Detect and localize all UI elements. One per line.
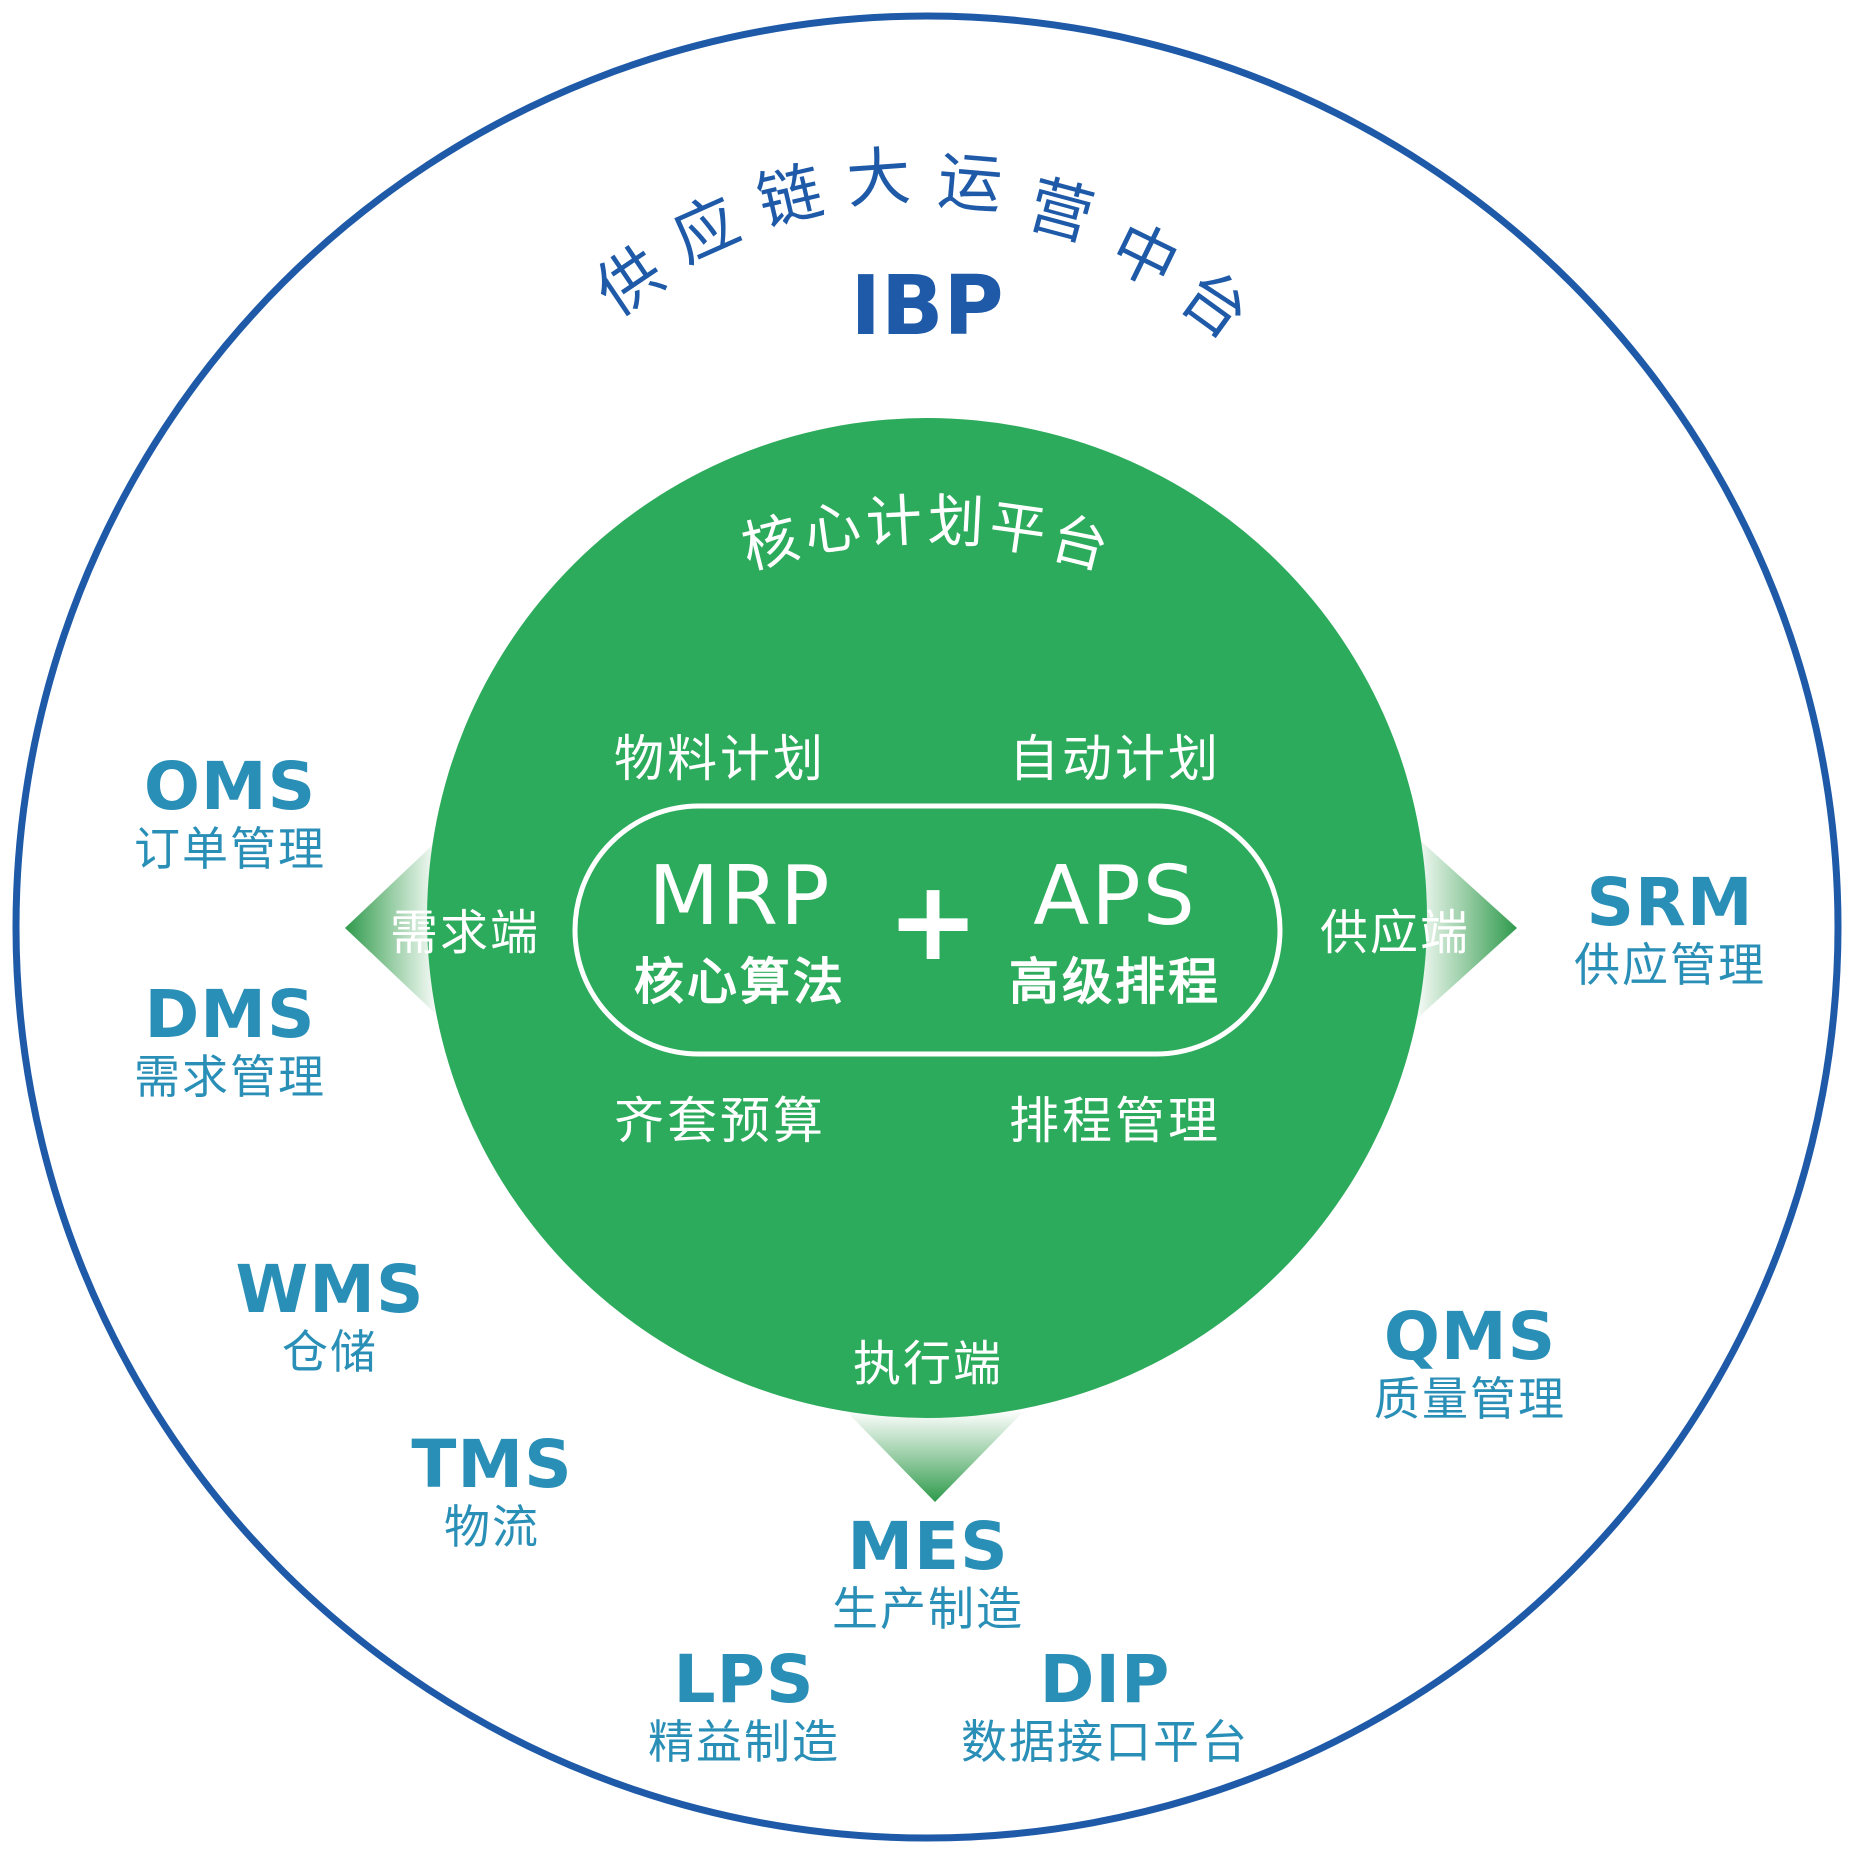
system-code: SRM (1586, 864, 1754, 941)
system-dip: DIP 数据接口平台 (950, 1641, 1260, 1770)
system-desc: 需求管理 (134, 1050, 326, 1104)
core-title-char: 计 (864, 489, 923, 557)
core-capsule (572, 803, 1283, 1057)
demand-end-label: 需求端 (389, 905, 540, 961)
system-code: DIP (1039, 1641, 1171, 1718)
system-wms: WMS 仓储 (210, 1251, 450, 1380)
system-desc: 数据接口平台 (961, 1715, 1249, 1769)
execution-arrow (845, 1410, 1025, 1502)
outer-title-char: 运 (935, 144, 1005, 223)
system-code: LPS (673, 1641, 815, 1718)
mrp-code: MRP (648, 849, 832, 944)
system-code: DMS (144, 976, 316, 1053)
system-code: OMS (143, 748, 317, 825)
system-oms: OMS 订单管理 (110, 748, 350, 877)
core-title: 核 心 计 划 平 台 (735, 489, 1114, 583)
core-title-char: 心 (800, 494, 865, 566)
aps-code: APS (1033, 849, 1197, 944)
cell-kit-budget: 齐套预算 (614, 1092, 826, 1150)
system-desc: 生产制造 (832, 1582, 1024, 1636)
system-desc: 质量管理 (1374, 1372, 1566, 1426)
system-code: TMS (411, 1426, 573, 1503)
system-qms: QMS 质量管理 (1350, 1298, 1590, 1427)
supply-end-label: 供应端 (1319, 905, 1470, 961)
system-desc: 订单管理 (134, 822, 326, 876)
system-code: MES (847, 1508, 1009, 1585)
demand-arrow (345, 838, 440, 1018)
cell-schedule-mgmt: 排程管理 (1009, 1092, 1221, 1150)
system-code: WMS (235, 1251, 425, 1328)
system-desc: 供应管理 (1574, 938, 1766, 992)
system-desc: 精益制造 (648, 1715, 840, 1769)
system-code: QMS (1383, 1298, 1557, 1375)
system-desc: 物流 (444, 1500, 540, 1554)
system-mes: MES 生产制造 (808, 1508, 1048, 1637)
cell-auto-plan: 自动计划 (1009, 730, 1221, 788)
outer-title-char: 大 (844, 140, 913, 218)
core-circle (427, 418, 1427, 1418)
plus-sign: + (887, 857, 980, 985)
mrp-desc: 核心算法 (634, 953, 846, 1011)
core-title-char: 划 (926, 489, 985, 557)
system-srm: SRM 供应管理 (1550, 864, 1790, 993)
system-tms: TMS 物流 (372, 1426, 612, 1555)
supply-arrow (1412, 833, 1517, 1023)
ibp-label: IBP (850, 259, 1004, 354)
cell-material-plan: 物料计划 (614, 730, 826, 788)
system-lps: LPS 精益制造 (624, 1641, 864, 1770)
execution-end-label: 执行端 (852, 1336, 1003, 1392)
system-dms: DMS 需求管理 (110, 976, 350, 1105)
aps-desc: 高级排程 (1009, 953, 1221, 1011)
system-desc: 仓储 (282, 1325, 378, 1379)
core-title-char: 平 (985, 494, 1050, 566)
